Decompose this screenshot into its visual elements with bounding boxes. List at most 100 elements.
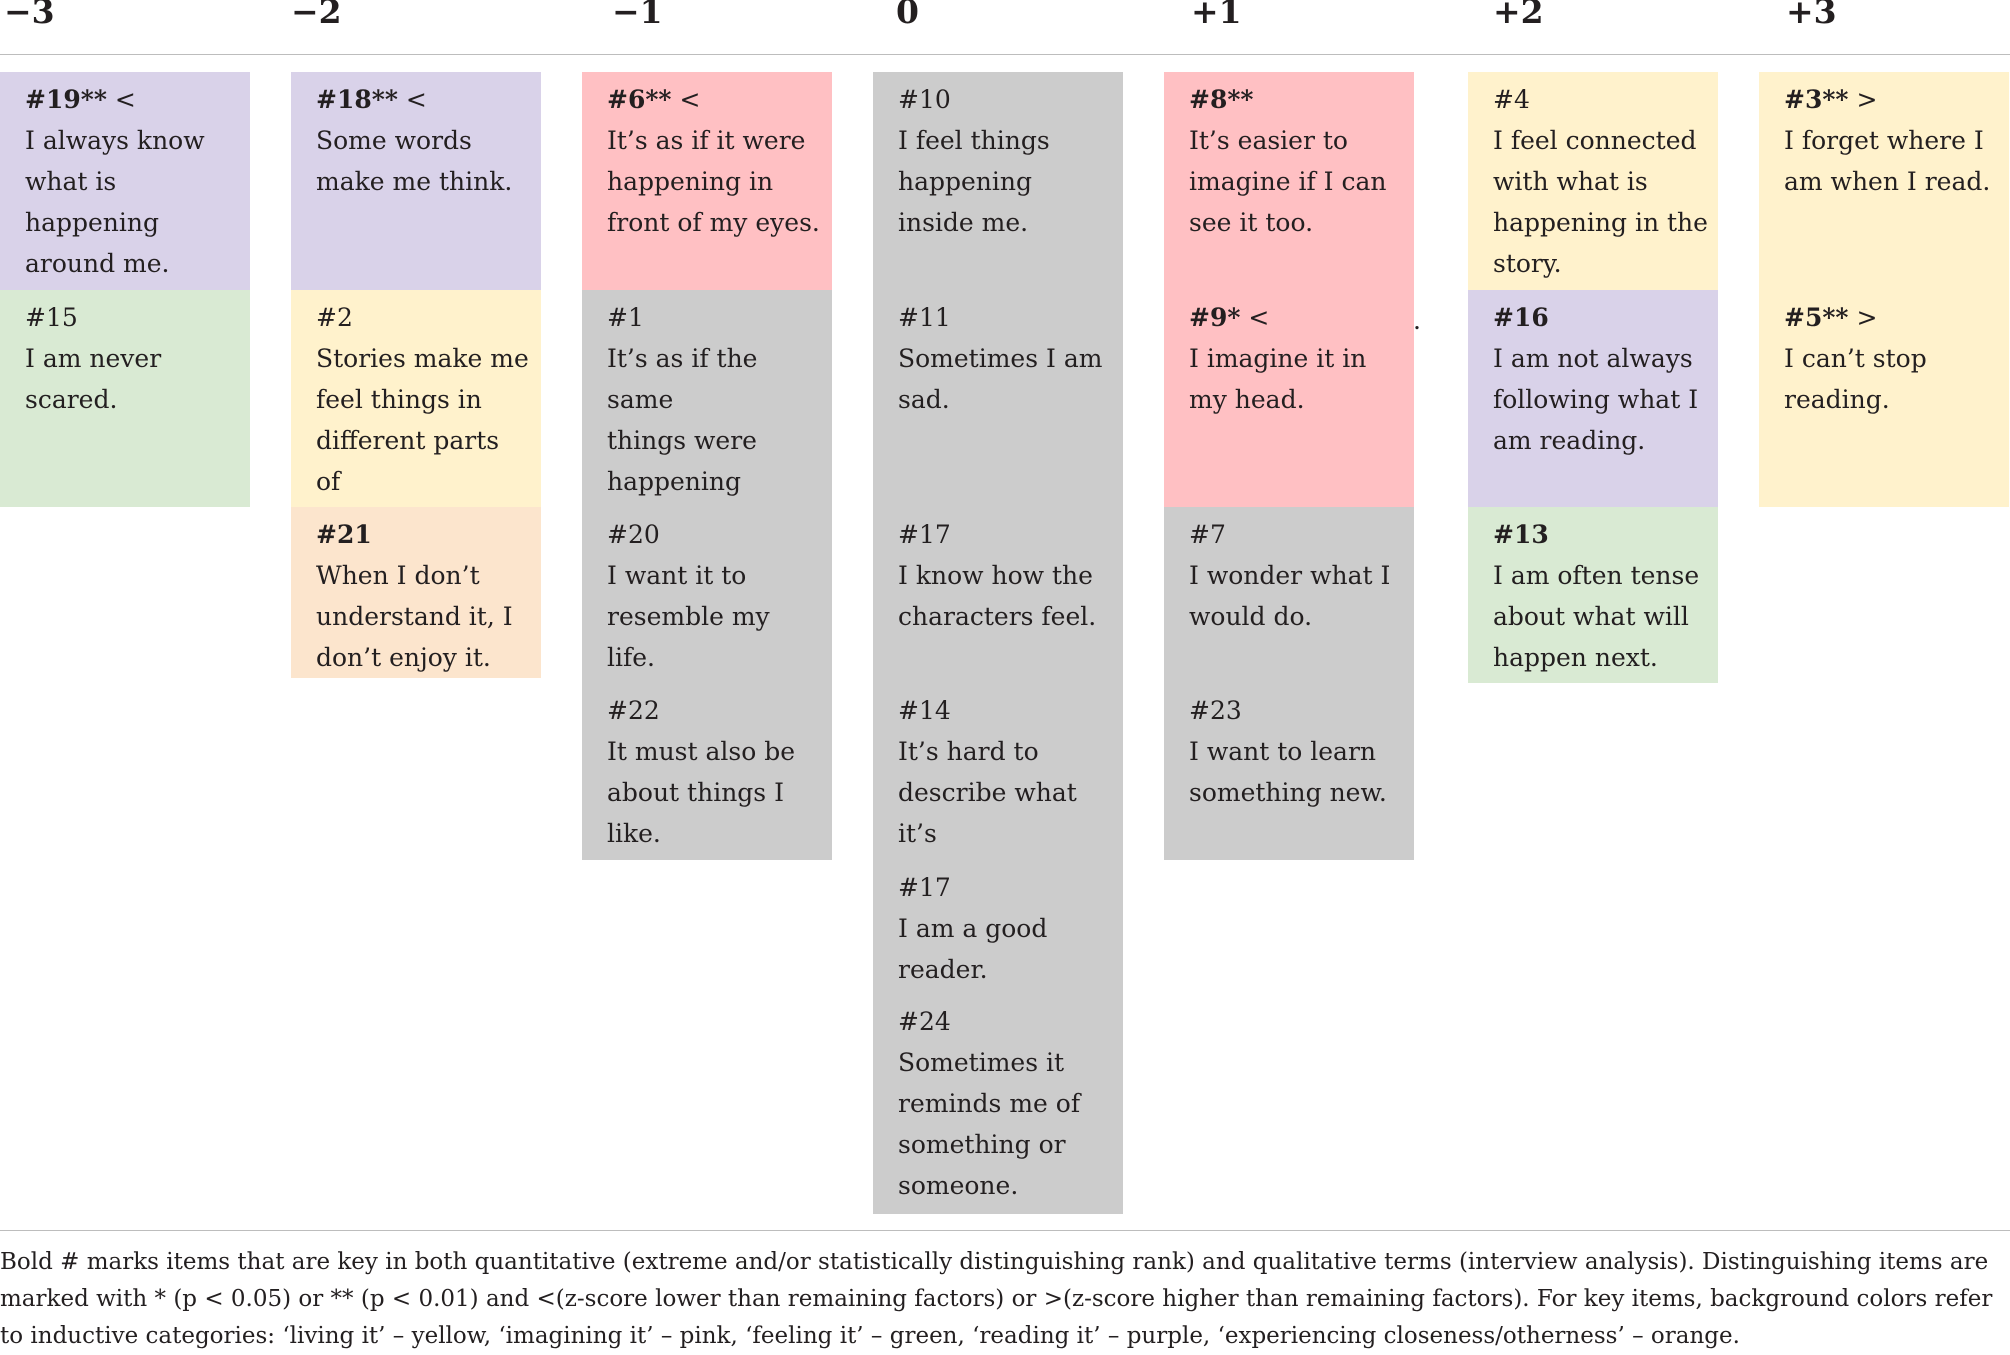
statement-id: #24 (898, 1002, 1113, 1042)
statement-number: #8 (1189, 85, 1228, 114)
statement-cell: #16 I am not always following what I am r… (1468, 290, 1718, 507)
stray-mark: . (1413, 306, 1421, 335)
column-header: +2 (1493, 0, 1544, 31)
header-rule (0, 54, 2010, 55)
table-footnote: Bold # marks items that are key in both … (0, 1249, 1993, 1349)
statement-text: I feel things happening inside me. (898, 126, 1050, 237)
statement-text: It must also be about things I like. (607, 737, 796, 848)
statement-number: #18 (316, 85, 372, 114)
statement-text: It’s as if it were happening in front of… (607, 126, 820, 237)
statement-id: #10 (898, 80, 1113, 120)
statement-text: I feel connected with what is happening … (1493, 126, 1708, 278)
statement-cell: #5** > I can’t stop reading. (1759, 290, 2009, 507)
statement-cell: #13 I am often tense about what will happ… (1468, 507, 1718, 683)
column-header: −1 (612, 0, 663, 31)
statement-cell: #9* <I imagine it in my head. (1164, 290, 1414, 507)
statement-text: I can’t stop reading. (1784, 344, 1927, 414)
statement-cell: #19** < I always know what is happening a… (0, 72, 250, 290)
statement-cell: #20 I want it to resemble my life. (582, 507, 832, 683)
statement-cell: #15 I am never scared. (0, 290, 250, 507)
statement-id: #23 (1189, 691, 1404, 731)
statement-cell: #4 I feel connected with what is happenin… (1468, 72, 1718, 290)
statement-id: #17 (898, 515, 1113, 555)
statement-number: #6 (607, 85, 646, 114)
statement-id: #2 (316, 298, 531, 338)
statement-id: #4 (1493, 80, 1708, 120)
statement-number: #1 (607, 303, 644, 332)
statement-text: Stories make me feel things in different… (316, 344, 529, 496)
column-header: −2 (291, 0, 342, 31)
statement-text: It’s as if the same things were happenin… (607, 344, 758, 496)
statement-number: #17 (898, 873, 951, 902)
statement-text: I forget where I am when I read. (1784, 126, 1991, 196)
statement-text: I am often tense about what will happen … (1493, 561, 1700, 672)
statement-number: #22 (607, 696, 660, 725)
significance-mark: ** > (1822, 85, 1878, 114)
statement-id: #18** < (316, 80, 531, 120)
statement-id: #5** > (1784, 298, 1999, 338)
significance-mark: ** (1227, 85, 1254, 114)
statement-id: #3** > (1784, 80, 1999, 120)
statement-number: #23 (1189, 696, 1242, 725)
statement-number: #11 (898, 303, 951, 332)
statement-number: #19 (25, 85, 81, 114)
statement-number: #24 (898, 1007, 951, 1036)
statement-text: I know how the characters feel. (898, 561, 1097, 631)
statement-cell: #17 I am a good reader. (873, 860, 1123, 994)
statement-cell: #22 It must also be about things I like. (582, 683, 832, 860)
statement-text: It’s hard to describe what it’s like for… (898, 737, 1077, 848)
column-header: 0 (896, 0, 919, 31)
statement-number: #16 (1493, 303, 1549, 332)
statement-text: I am never scared. (25, 344, 162, 414)
statement-id: #21 (316, 515, 531, 555)
statement-id: #9* < (1189, 298, 1404, 338)
statement-id: #14 (898, 691, 1113, 731)
footnote-rule (0, 1230, 2010, 1231)
column-header: +3 (1786, 0, 1837, 31)
statement-text: I am a good reader. (898, 914, 1048, 984)
statement-number: #20 (607, 520, 660, 549)
statement-id: #8** (1189, 80, 1404, 120)
statement-text: Sometimes I am sad. (898, 344, 1103, 414)
statement-text: When I don’t understand it, I don’t enjo… (316, 561, 513, 672)
statement-cell: #7 I wonder what I would do. (1164, 507, 1414, 683)
statement-id: #19** < (25, 80, 240, 120)
statement-text: It’s easier to imagine if I can see it t… (1189, 126, 1387, 237)
statement-id: #20 (607, 515, 822, 555)
statement-id: #15 (25, 298, 240, 338)
significance-mark: ** < (80, 85, 136, 114)
statement-id: #1 (607, 298, 822, 338)
statement-id: #13 (1493, 515, 1708, 555)
significance-mark: ** > (1822, 303, 1878, 332)
statement-cell: #3** > I forget where I am when I read. (1759, 72, 2009, 290)
statement-cell: #10 I feel things happening inside me. (873, 72, 1123, 290)
statement-text: I wonder what I would do. (1189, 561, 1391, 631)
statement-number: #14 (898, 696, 951, 725)
significance-mark: ** < (645, 85, 701, 114)
statement-cell: #18** < Some words make me think. (291, 72, 541, 290)
statement-cell: #8** It’s easier to imagine if I can see … (1164, 72, 1414, 290)
statement-text: I always know what is happening around m… (25, 126, 205, 278)
significance-mark: * < (1227, 303, 1270, 332)
statement-text: Sometimes it reminds me of something or … (898, 1048, 1081, 1200)
statement-id: #17 (898, 868, 1113, 908)
statement-id: #6** < (607, 80, 822, 120)
statement-text: Some words make me think. (316, 126, 513, 196)
statement-number: #9 (1189, 303, 1228, 332)
statement-text: I am not always following what I am read… (1493, 344, 1699, 455)
statement-number: #4 (1493, 85, 1530, 114)
statement-text: I want it to resemble my life. (607, 561, 770, 672)
column-header: +1 (1191, 0, 1242, 31)
significance-mark: ** < (371, 85, 427, 114)
statement-number: #10 (898, 85, 951, 114)
statement-cell: #17 I know how the characters feel. (873, 507, 1123, 683)
statement-id: #7 (1189, 515, 1404, 555)
